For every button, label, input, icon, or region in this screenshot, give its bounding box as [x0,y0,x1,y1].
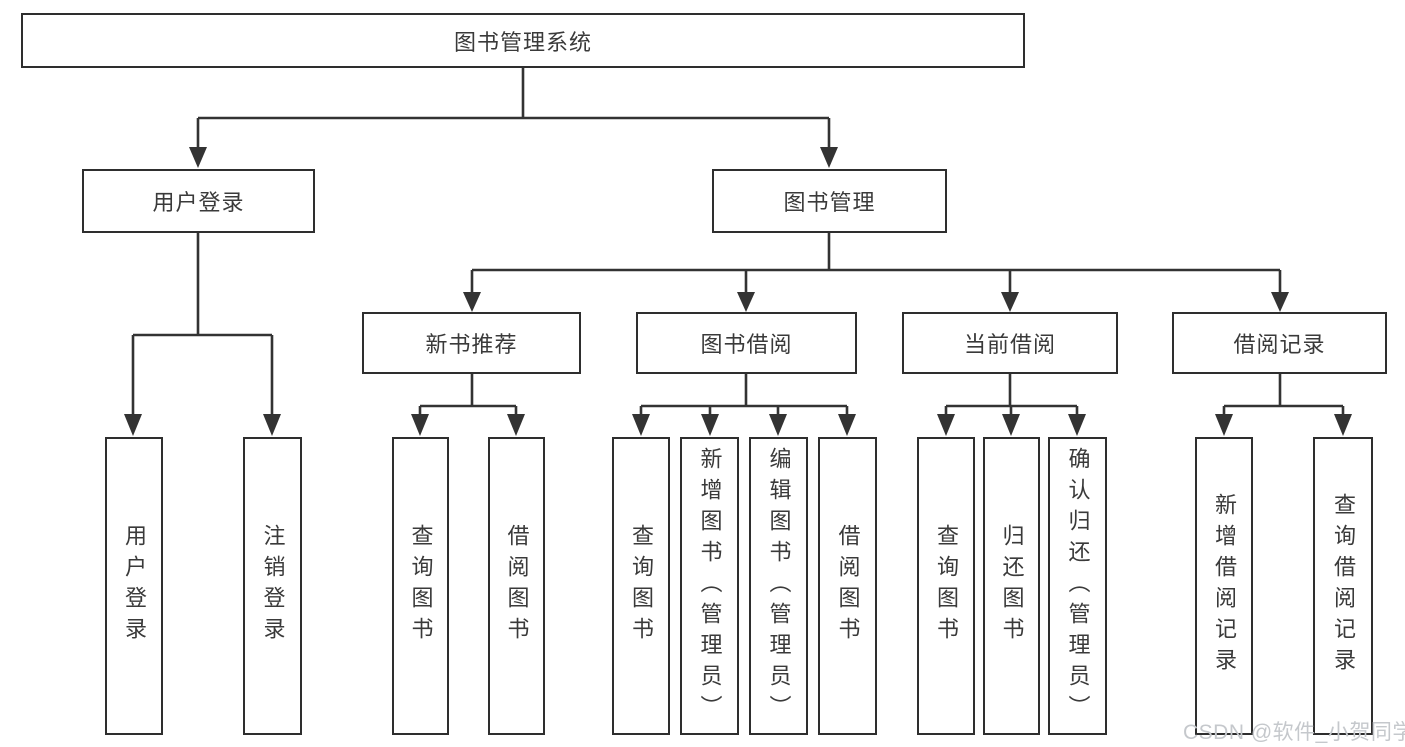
leaf-query-books-borrowing: 查询图书 [612,437,670,735]
leaf-edit-book-admin: 编辑图书（管理员） [749,437,808,735]
leaf-label: 编辑图书（管理员） [766,446,792,726]
node-current-borrowing: 当前借阅 [902,312,1118,374]
leaf-add-borrow-record: 新增借阅记录 [1195,437,1253,735]
leaf-add-book-admin: 新增图书（管理员） [680,437,739,735]
node-borrowing-records: 借阅记录 [1172,312,1387,374]
leaf-return-book: 归还图书 [983,437,1040,735]
watermark: CSDN @软件_小贺同学 [1183,721,1405,744]
leaf-label: 借阅图书 [835,524,861,648]
leaf-label: 归还图书 [999,524,1025,648]
leaf-label: 新增图书（管理员） [697,446,723,726]
leaf-borrow-books-recommend: 借阅图书 [488,437,545,735]
leaf-label: 注销登录 [260,524,286,648]
node-label: 用户登录 [152,190,245,215]
leaf-borrow-books-borrowing: 借阅图书 [818,437,877,735]
leaf-label: 借阅图书 [504,524,530,648]
node-book-borrowing: 图书借阅 [636,312,857,374]
leaf-label: 查询图书 [408,524,434,648]
leaf-logout: 注销登录 [243,437,302,735]
leaf-query-books-recommend: 查询图书 [392,437,449,735]
node-new-book-recommendation: 新书推荐 [362,312,581,374]
leaf-confirm-return-admin: 确认归还（管理员） [1048,437,1107,735]
node-label: 图书借阅 [700,332,793,357]
leaf-label: 用户登录 [122,524,147,648]
node-label: 新书推荐 [425,332,518,357]
connector-lines [131,68,1345,415]
node-user-login: 用户登录 [82,169,315,233]
node-library-management-system: 图书管理系统 [21,13,1025,68]
node-label: 图书管理系统 [453,29,592,55]
leaf-label: 查询借阅记录 [1331,493,1356,679]
node-label: 借阅记录 [1233,332,1326,357]
leaf-label: 新增借阅记录 [1212,493,1237,679]
leaf-query-books-current: 查询图书 [917,437,975,735]
node-book-management: 图书管理 [712,169,947,233]
leaf-label: 确认归还（管理员） [1065,446,1091,726]
arrowheads [124,147,1352,436]
node-label: 图书管理 [783,190,876,215]
leaf-user-login: 用户登录 [105,437,163,735]
node-label: 当前借阅 [963,332,1056,357]
leaf-query-borrow-record: 查询借阅记录 [1313,437,1373,735]
leaf-label: 查询图书 [629,524,654,648]
leaf-label: 查询图书 [934,524,959,648]
